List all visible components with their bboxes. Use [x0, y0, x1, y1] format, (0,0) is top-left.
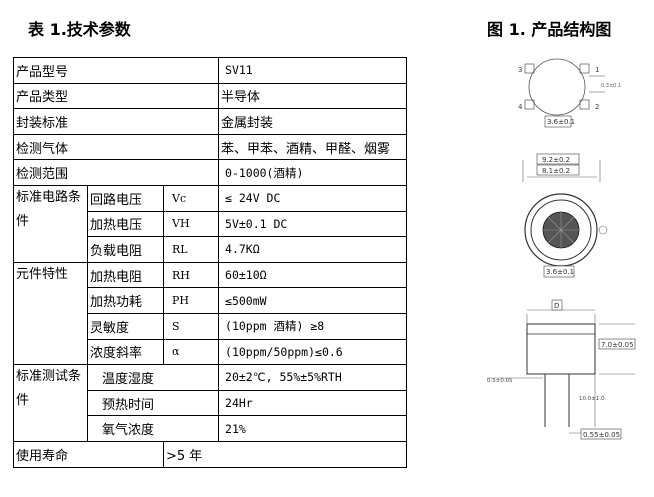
dim-mesh: 3.6±0.1 — [546, 268, 574, 276]
param-symbol: RH — [162, 261, 220, 289]
param-label: 回路电压 — [87, 184, 164, 212]
table-row: 产品型号 SV11 — [12, 57, 408, 84]
structure-diagram: 3 1 4 2 0.3±0.1 3.6±0.1 9.2±0.2 8.1±0.2 … — [487, 58, 636, 440]
table-row: 浓度斜率 α (10ppm/50ppm)≤0.6 — [14, 338, 408, 366]
row-label: 检测范围 — [12, 159, 220, 186]
param-value: 60±10Ω — [218, 261, 408, 289]
row-value: 0-1000(酒精) — [218, 159, 408, 186]
param-symbol: Vc — [162, 184, 220, 212]
group-label: 标准测试条件 — [13, 364, 88, 442]
param-value: (10ppm 酒精) ≥8 — [218, 312, 408, 340]
pin-label: 4 — [518, 103, 523, 111]
pin-pad — [524, 99, 535, 110]
table-row: 标准电路条件 回路电压 Vc ≤ 24V DC — [13, 184, 408, 263]
side-view: D 7.0±0.05 10.0±1.0 0.5±0.05 0.55±0.05 — [487, 299, 636, 440]
table-row: 灵敏度 S (10ppm 酒精) ≥8 — [14, 312, 408, 340]
pin-pad — [579, 99, 590, 110]
group-label: 元件特性 — [13, 261, 88, 366]
param-label: 加热电压 — [87, 210, 164, 238]
param-value: 21% — [218, 415, 408, 442]
param-symbol: PH — [162, 287, 220, 314]
dim-side: 0.3±0.1 — [601, 83, 621, 89]
row-label: 检测气体 — [12, 133, 220, 161]
param-value: 4.7KΩ — [218, 236, 408, 263]
table-row: 氧气浓度 21% — [14, 415, 408, 442]
row-value: 苯、甲苯、酒精、甲醛、烟雾 — [218, 133, 408, 161]
pin-label: 3 — [518, 66, 522, 74]
dim-inner: 8.1±0.2 — [542, 167, 570, 175]
table-row: 使用寿命 >5 年 — [13, 440, 408, 468]
param-label: 预热时间 — [86, 389, 220, 417]
row-value: 半导体 — [218, 82, 408, 110]
pin-pad — [524, 63, 535, 74]
bottom-view: 3 1 4 2 0.3±0.1 3.6±0.1 — [518, 58, 621, 128]
param-value: ≤500mW — [218, 287, 408, 314]
dim-pin-length: 10.0±1.0 — [579, 396, 605, 402]
pin-label: 2 — [595, 103, 599, 111]
param-label: 浓度斜率 — [87, 338, 164, 366]
param-label: 氧气浓度 — [86, 415, 220, 442]
pin-pad — [579, 63, 590, 74]
row-value: SV11 — [218, 57, 408, 84]
dim-pin-gap: 0.5±0.05 — [487, 378, 513, 384]
row-value: 金属封装 — [218, 108, 408, 135]
table-row: 检测范围 0-1000(酒精) — [12, 159, 408, 186]
row-label: 产品型号 — [12, 57, 220, 84]
dim-cap-height: 7.0±0.05 — [601, 341, 634, 349]
param-label: 负载电阻 — [87, 236, 164, 263]
dim-d: D — [554, 302, 559, 310]
figure-title: 图 1. 产品结构图 — [487, 20, 612, 39]
spec-table: 产品型号 SV11 产品类型 半导体 封装标准 金属封装 检测气体 苯、甲苯、酒… — [12, 57, 408, 468]
row-label: 封装标准 — [12, 108, 220, 135]
param-label: 温度湿度 — [86, 364, 220, 391]
param-value: 5V±0.1 DC — [218, 210, 408, 238]
dim-base: 3.6±0.1 — [547, 118, 575, 126]
param-value: ≤ 24V DC — [218, 184, 408, 212]
table-row: 检测气体 苯、甲苯、酒精、甲醛、烟雾 — [12, 133, 408, 161]
pin-label: 1 — [595, 66, 599, 74]
row-label: 使用寿命 — [13, 440, 164, 468]
param-value: 20±2℃, 55%±5%RTH — [218, 364, 408, 391]
table-row: 负载电阻 RL 4.7KΩ — [14, 236, 408, 263]
param-label: 加热功耗 — [87, 287, 164, 314]
dim-pin-diameter: 0.55±0.05 — [583, 431, 620, 439]
row-label: 产品类型 — [12, 82, 220, 110]
row-value: >5 年 — [162, 440, 408, 468]
table-row: 封装标准 金属封装 — [12, 108, 408, 135]
dim-outer: 9.2±0.2 — [542, 156, 570, 164]
param-symbol: VH — [162, 210, 220, 238]
param-value: 24Hr — [218, 389, 408, 417]
param-symbol: α — [162, 338, 220, 366]
param-symbol: S — [162, 312, 220, 340]
table-row: 标准测试条件 温度湿度 20±2℃, 55%±5%RTH — [13, 364, 408, 442]
param-value: (10ppm/50ppm)≤0.6 — [218, 338, 408, 366]
table-title: 表 1.技术参数 — [28, 20, 131, 39]
top-view: 9.2±0.2 8.1±0.2 3.6±0.1 — [522, 153, 608, 278]
table-row: 加热功耗 PH ≤500mW — [14, 287, 408, 314]
table-row: 产品类型 半导体 — [12, 82, 408, 110]
table-row: 预热时间 24Hr — [14, 389, 408, 417]
param-label: 加热电阻 — [87, 261, 164, 289]
param-symbol: RL — [162, 236, 220, 263]
param-label: 灵敏度 — [87, 312, 164, 340]
table-row: 元件特性 加热电阻 RH 60±10Ω — [13, 261, 408, 366]
group-label: 标准电路条件 — [13, 184, 88, 263]
